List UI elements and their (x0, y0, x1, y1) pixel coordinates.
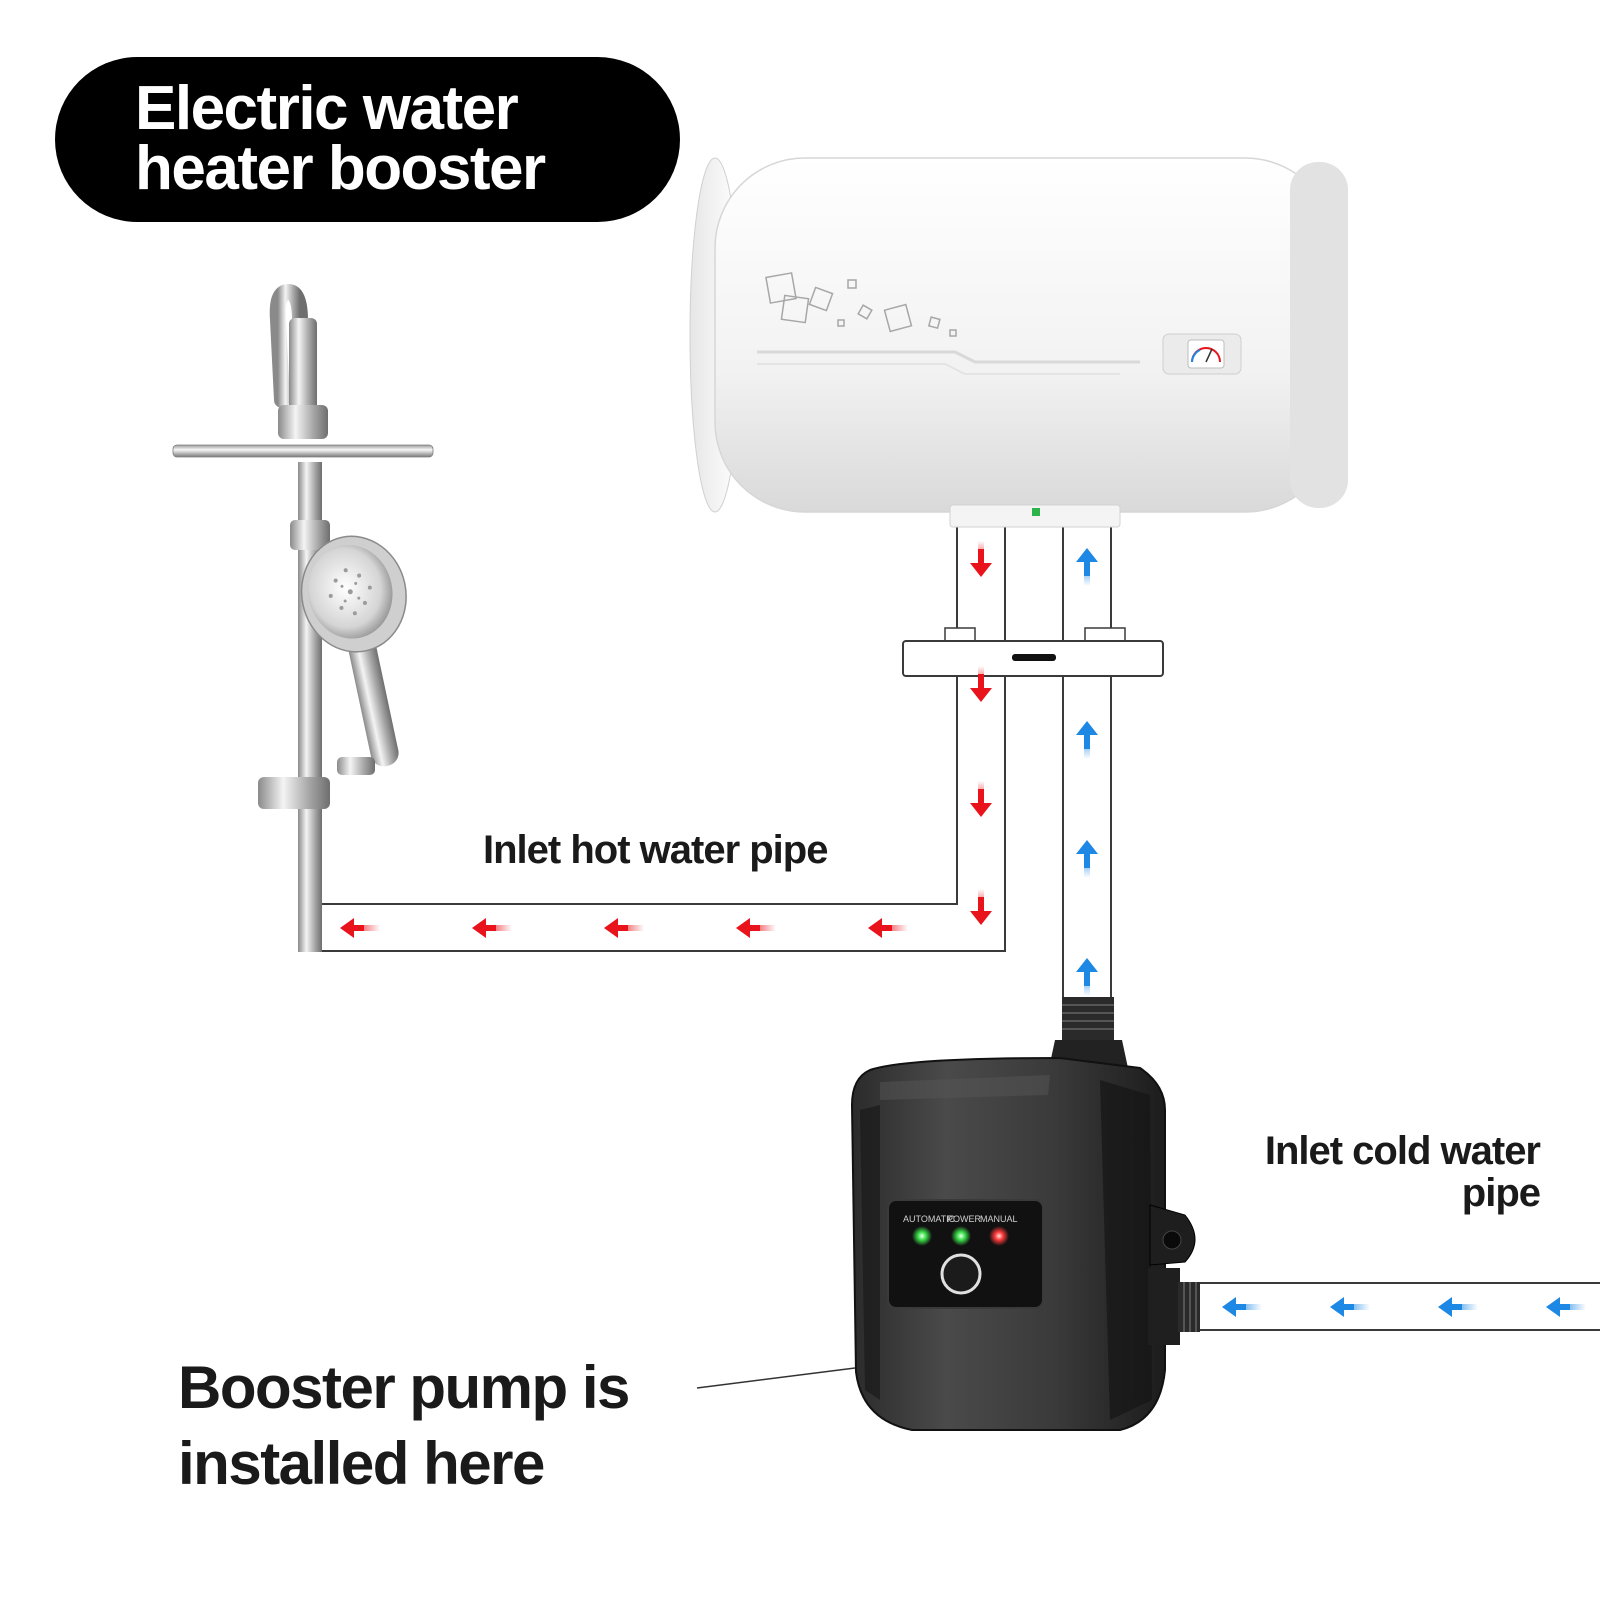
hot-arrow-left (868, 918, 908, 938)
mode-button-icon (940, 1253, 982, 1295)
pipe-bracket-icon (902, 627, 1164, 677)
cold-pipe-label-line-2: pipe (1461, 1171, 1541, 1215)
power-label: POWER (947, 1214, 982, 1224)
title-banner: Electric water heater booster (55, 57, 680, 222)
booster-pump-icon: AUTOMATIC POWER MANUAL (850, 997, 1200, 1431)
pump-label-line-2: installed here (178, 1430, 545, 1497)
pump-location-label: Booster pump is installed here (178, 1350, 630, 1502)
pump-label-line-1: Booster pump is (178, 1354, 630, 1421)
automatic-label: AUTOMATIC (903, 1214, 956, 1224)
temperature-gauge-icon (1162, 333, 1242, 375)
hot-arrow-left (604, 918, 644, 938)
water-heater-icon (689, 157, 1348, 528)
cold-arrow-up (1076, 721, 1098, 759)
cold-water-arrows (1076, 548, 1586, 1317)
hot-arrow-left (736, 918, 776, 938)
cold-water-pipe (1062, 520, 1600, 1331)
cold-arrow-up (1076, 548, 1098, 586)
hot-water-arrows (340, 541, 992, 938)
manual-led-icon (989, 1226, 1009, 1246)
cold-arrow-left (1546, 1297, 1586, 1317)
hot-pipe-label: Inlet hot water pipe (483, 828, 828, 872)
hot-water-pipe (322, 520, 1006, 952)
pump-pointer-line (696, 1367, 856, 1389)
hot-arrow-left (472, 918, 512, 938)
cold-arrow-left (1438, 1297, 1478, 1317)
shower-icon (172, 283, 434, 952)
cold-pipe-label-line-1: Inlet cold water (1264, 1129, 1541, 1173)
manual-label: MANUAL (980, 1214, 1018, 1224)
hot-arrow-down (970, 541, 992, 577)
cold-pipe-label: Inlet cold water pipe (1264, 1129, 1541, 1215)
automatic-led-icon (912, 1226, 932, 1246)
cold-arrow-left (1330, 1297, 1370, 1317)
hot-arrow-down (970, 666, 992, 702)
hot-arrow-down (970, 781, 992, 817)
hot-arrow-left (340, 918, 380, 938)
cold-arrow-up (1076, 840, 1098, 878)
cold-arrow-up (1076, 958, 1098, 996)
hot-arrow-down (970, 889, 992, 925)
cold-arrow-left (1222, 1297, 1262, 1317)
power-led-icon (951, 1226, 971, 1246)
title-line-2: heater booster (135, 134, 546, 203)
title-line-1: Electric water (135, 74, 519, 143)
